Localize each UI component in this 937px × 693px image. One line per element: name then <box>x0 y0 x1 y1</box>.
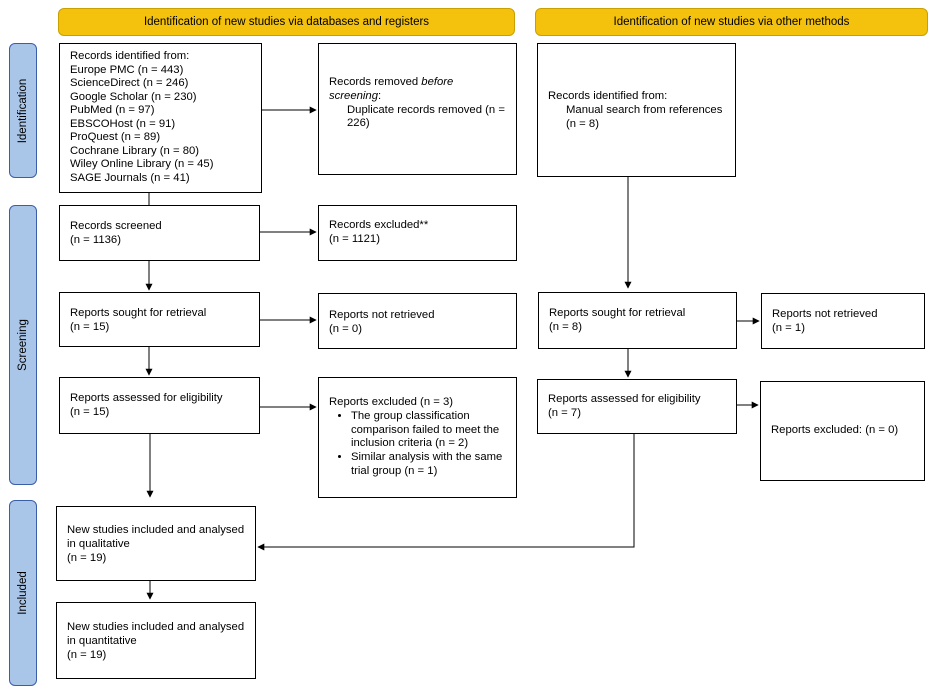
phase-identification: Identification <box>9 43 37 178</box>
other-reports-excluded-box: Reports excluded: (n = 0) <box>760 381 925 481</box>
phase-identification-label: Identification <box>17 78 29 143</box>
header-other-methods: Identification of new studies via other … <box>535 8 928 36</box>
other-reports-not-retrieved-title: Reports not retrieved <box>772 308 878 320</box>
other-reports-not-retrieved-box: Reports not retrieved (n = 1) <box>761 293 925 349</box>
other-reports-assessed-box: Reports assessed for eligibility (n = 7) <box>537 379 737 434</box>
records-screened-title: Records screened <box>70 220 162 232</box>
source-item: ProQuest (n = 89) <box>70 131 161 143</box>
reports-assessed-count: (n = 15) <box>70 405 110 418</box>
records-screened-box: Records screened (n = 1136) <box>59 205 260 261</box>
header-databases: Identification of new studies via databa… <box>58 8 515 36</box>
quantitative-included-box: New studies included and analysed in qua… <box>56 602 256 679</box>
reports-not-retrieved-count: (n = 0) <box>329 322 362 335</box>
phase-included-label: Included <box>17 571 29 615</box>
source-item: SAGE Journals (n = 41) <box>70 171 190 184</box>
records-excluded-box: Records excluded** (n = 1121) <box>318 205 517 261</box>
records-excluded-title: Records excluded** <box>329 219 429 231</box>
phase-screening: Screening <box>9 205 37 485</box>
reports-sought-count: (n = 15) <box>70 320 110 333</box>
other-reports-sought-box: Reports sought for retrieval (n = 8) <box>538 292 737 349</box>
arrow-other-assessed-to-qualitative <box>257 434 635 551</box>
other-reports-assessed-title: Reports assessed for eligibility <box>548 393 701 405</box>
reports-assessed-title: Reports assessed for eligibility <box>70 392 223 404</box>
reports-not-retrieved-box: Reports not retrieved (n = 0) <box>318 293 517 349</box>
reports-excluded-title: Reports excluded (n = 3) <box>329 396 454 408</box>
source-item: Cochrane Library (n = 80) <box>70 144 200 157</box>
exclusion-reason: Similar analysis with the same trial gro… <box>351 451 506 479</box>
reports-not-retrieved-title: Reports not retrieved <box>329 309 435 321</box>
phase-included: Included <box>9 500 37 686</box>
duplicates-removed-text: Duplicate records removed (n = 226) <box>347 103 505 130</box>
manual-search-text: Manual search from references (n = 8) <box>566 103 723 130</box>
qualitative-included-title: New studies included and analysed in qua… <box>67 524 245 550</box>
quantitative-included-title: New studies included and analysed in qua… <box>67 621 245 647</box>
exclusion-reason: The group classification comparison fail… <box>351 410 506 451</box>
source-item: Google Scholar (n = 230) <box>70 90 197 103</box>
reports-sought-box: Reports sought for retrieval (n = 15) <box>59 292 260 347</box>
records-removed-title: Records removed before screening: <box>329 76 454 102</box>
other-reports-excluded-title: Reports excluded: (n = 0) <box>771 424 899 436</box>
other-reports-sought-title: Reports sought for retrieval <box>549 307 686 319</box>
qualitative-included-count: (n = 19) <box>67 551 107 564</box>
other-reports-assessed-count: (n = 7) <box>548 406 581 419</box>
phase-screening-label: Screening <box>17 319 29 371</box>
source-item: ScienceDirect (n = 246) <box>70 77 189 89</box>
source-item: Europe PMC (n = 443) <box>70 63 184 76</box>
quantitative-included-count: (n = 19) <box>67 648 107 661</box>
records-excluded-count: (n = 1121) <box>329 232 380 245</box>
source-item: EBSCOHost (n = 91) <box>70 117 176 130</box>
records-identified-title: Records identified from: <box>70 50 190 62</box>
reports-excluded-box: Reports excluded (n = 3) The group class… <box>318 377 517 498</box>
reports-assessed-box: Reports assessed for eligibility (n = 15… <box>59 377 260 434</box>
source-list: Europe PMC (n = 443) ScienceDirect (n = … <box>70 64 251 186</box>
source-item: PubMed (n = 97) <box>70 104 155 116</box>
records-screened-count: (n = 1136) <box>70 233 121 246</box>
other-records-identified-title: Records identified from: <box>548 90 668 102</box>
other-reports-not-retrieved-count: (n = 1) <box>772 321 805 334</box>
source-item: Wiley Online Library (n = 45) <box>70 158 214 170</box>
other-reports-sought-count: (n = 8) <box>549 320 582 333</box>
records-removed-box: Records removed before screening: Duplic… <box>318 43 517 175</box>
qualitative-included-box: New studies included and analysed in qua… <box>56 506 256 581</box>
other-records-identified-box: Records identified from: Manual search f… <box>537 43 736 177</box>
exclusion-reasons-list: The group classification comparison fail… <box>329 410 506 479</box>
records-identified-box: Records identified from: Europe PMC (n =… <box>59 43 262 193</box>
reports-sought-title: Reports sought for retrieval <box>70 307 207 319</box>
